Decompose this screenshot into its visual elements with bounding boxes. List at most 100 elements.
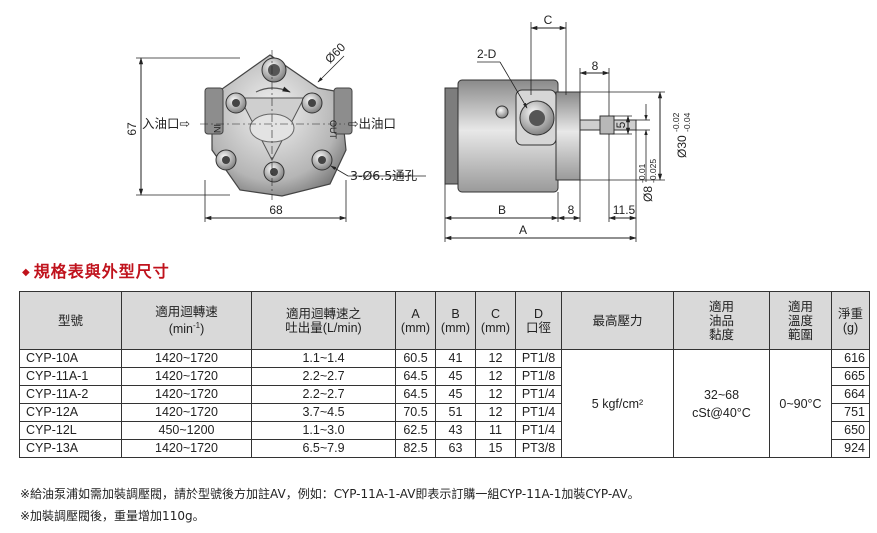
pump-side-image xyxy=(444,79,637,193)
dimension-8-top-label: 8 xyxy=(592,59,599,73)
cell-model: CYP-11A-2 xyxy=(19,385,122,404)
cell-b: 41 xyxy=(435,349,476,368)
dimension-8-bottom-label: 8 xyxy=(568,203,575,217)
header-flow: 適用迴轉速之吐出量(L/min) xyxy=(251,291,396,350)
header-a: A(mm) xyxy=(395,291,436,350)
header-speed: 適用迴轉速(min-1) xyxy=(121,291,252,350)
cell-b: 43 xyxy=(435,421,476,440)
dimension-c-label: C xyxy=(544,13,553,27)
section-title-text: 規格表與外型尺寸 xyxy=(33,262,170,281)
cell-model: CYP-10A xyxy=(19,349,122,368)
spec-table: 型號 適用迴轉速(min-1) 適用迴轉速之吐出量(L/min) A(mm) B… xyxy=(19,291,870,458)
section-title: ◆規格表與外型尺寸 xyxy=(22,258,170,282)
cell-b: 45 xyxy=(435,385,476,404)
front-view: 67 IN OUT Ø60 xyxy=(125,40,426,222)
header-b: B(mm) xyxy=(435,291,476,350)
cell-speed: 1420~1720 xyxy=(121,385,252,404)
diameter-60-label: Ø60 xyxy=(322,40,348,66)
outlet-label: ⇨出油口 xyxy=(348,116,396,131)
cell-c: 12 xyxy=(475,403,516,422)
cell-speed: 1420~1720 xyxy=(121,367,252,386)
cell-a: 64.5 xyxy=(395,385,436,404)
cell-a: 70.5 xyxy=(395,403,436,422)
out-mark: OUT xyxy=(328,120,338,140)
dimension-2d-label: 2-D xyxy=(477,47,497,61)
cell-b: 63 xyxy=(435,439,476,458)
table-row: CYP-10A 1420~1720 1.1~1.4 60.5 41 12 PT1… xyxy=(19,349,870,458)
side-view: C 2-D 8 5 Ø30 -0.02 -0.04 Ø8 -0.01 -0.02… xyxy=(444,13,692,242)
cell-flow: 6.5~7.9 xyxy=(251,439,396,458)
key-tolerance-lower: -0.025 xyxy=(648,159,658,183)
technical-drawing: 67 IN OUT Ø60 xyxy=(125,13,692,242)
cell-flow: 3.7~4.5 xyxy=(251,403,396,422)
header-temperature: 適用溫度範圍 xyxy=(769,291,832,350)
cell-flow: 1.1~3.0 xyxy=(251,421,396,440)
cell-d: PT3/8 xyxy=(515,439,562,458)
dimension-68-label: 68 xyxy=(269,203,283,217)
cell-flow: 1.1~1.4 xyxy=(251,349,396,368)
header-model: 型號 xyxy=(19,291,122,350)
dimension-11-5-label: 11.5 xyxy=(613,203,636,217)
table-row: CYP-13A 1420~1720 6.5~7.9 82.5 63 15 PT3… xyxy=(19,439,870,458)
cell-a: 82.5 xyxy=(395,439,436,458)
shaft-tolerance-lower: -0.04 xyxy=(682,112,692,132)
cell-weight: 616 xyxy=(831,349,870,368)
cell-flow: 2.2~2.7 xyxy=(251,367,396,386)
cell-flow: 2.2~2.7 xyxy=(251,385,396,404)
cell-a: 62.5 xyxy=(395,421,436,440)
cell-d: PT1/8 xyxy=(515,367,562,386)
cell-d: PT1/4 xyxy=(515,421,562,440)
cell-model: CYP-12L xyxy=(19,421,122,440)
note-weight: ※加裝調壓閥後，重量增加110g。 xyxy=(20,509,205,523)
header-c: C(mm) xyxy=(475,291,516,350)
cell-c: 12 xyxy=(475,349,516,368)
cell-speed: 1420~1720 xyxy=(121,403,252,422)
cell-speed: 1420~1720 xyxy=(121,439,252,458)
key-tolerance-upper: -0.01 xyxy=(637,163,647,183)
header-weight: 淨重(g) xyxy=(831,291,870,350)
diamond-bullet-icon: ◆ xyxy=(22,267,31,278)
cell-c: 12 xyxy=(475,385,516,404)
cell-d: PT1/4 xyxy=(515,385,562,404)
cell-model: CYP-11A-1 xyxy=(19,367,122,386)
cell-c: 11 xyxy=(475,421,516,440)
cell-weight: 924 xyxy=(831,439,870,458)
pump-front-image: IN OUT xyxy=(204,54,353,197)
cell-weight: 665 xyxy=(831,367,870,386)
cell-c: 12 xyxy=(475,367,516,386)
header-viscosity: 適用油品黏度 xyxy=(673,291,770,350)
cell-speed: 450~1200 xyxy=(121,421,252,440)
cell-a: 64.5 xyxy=(395,367,436,386)
dimension-5-label: 5 xyxy=(614,121,628,128)
cell-weight: 664 xyxy=(831,385,870,404)
inlet-label: 入油口⇨ xyxy=(142,116,191,131)
cell-weight: 751 xyxy=(831,403,870,422)
cell-b: 51 xyxy=(435,403,476,422)
cell-model: CYP-13A xyxy=(19,439,122,458)
cell-model: CYP-12A xyxy=(19,403,122,422)
cell-a: 60.5 xyxy=(395,349,436,368)
header-pressure: 最高壓力 xyxy=(561,291,674,350)
shaft-tolerance-upper: -0.02 xyxy=(671,112,681,132)
table-row: CYP-11A-2 1420~1720 2.2~2.7 64.5 45 12 P… xyxy=(19,385,870,404)
note-valve: ※給油泵浦如需加裝調壓閥，請於型號後方加註AV，例如：CYP-11A-1-AV即… xyxy=(20,487,640,501)
shaft-diameter-label: Ø30 xyxy=(675,135,689,158)
dimension-a-label: A xyxy=(519,223,527,237)
cell-b: 45 xyxy=(435,367,476,386)
in-mark: IN xyxy=(212,124,222,133)
cell-temperature: 0~90°C xyxy=(769,349,832,458)
cell-d: PT1/4 xyxy=(515,403,562,422)
cell-speed: 1420~1720 xyxy=(121,349,252,368)
dimension-67-label: 67 xyxy=(125,122,139,136)
table-row: CYP-12L 450~1200 1.1~3.0 62.5 43 11 PT1/… xyxy=(19,421,870,440)
table-header-row: 型號 適用迴轉速(min-1) 適用迴轉速之吐出量(L/min) A(mm) B… xyxy=(19,291,870,350)
dimension-b-label: B xyxy=(498,203,506,217)
key-diameter-label: Ø8 xyxy=(641,186,655,202)
cell-weight: 650 xyxy=(831,421,870,440)
cell-c: 15 xyxy=(475,439,516,458)
hole-note-label: 3-Ø6.5通孔 xyxy=(350,168,418,183)
cell-pressure: 5 kgf/cm² xyxy=(561,349,674,458)
cell-d: PT1/8 xyxy=(515,349,562,368)
